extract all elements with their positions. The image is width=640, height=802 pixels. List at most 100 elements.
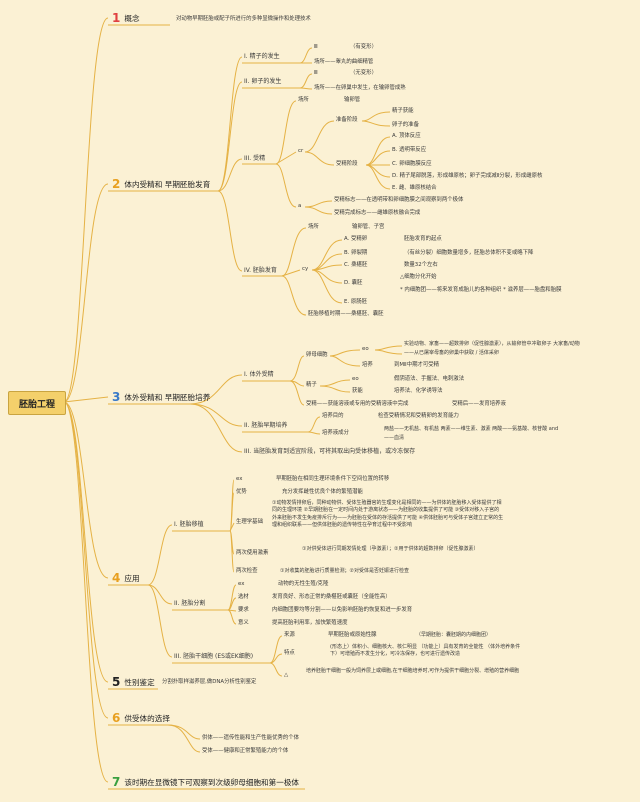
transfer-or-freeze: III. 当胚胎发育到适宜阶段，可将其取出向受体移植，或冷冻保存 xyxy=(244,448,416,455)
sperm-a: Ⅲ xyxy=(314,44,318,50)
section-3: 3 体外受精和 早期胚胎培养 xyxy=(112,390,210,404)
section-7-number: 7 xyxy=(112,775,121,789)
fert-b: B. 透明带反应 xyxy=(392,147,427,153)
es-feat: 特点 xyxy=(284,650,295,656)
recipient: 受体——健康和正常繁殖能力的个体 xyxy=(202,748,289,754)
sperm-capacitation-value: 培养法、化学诱导法 xyxy=(394,388,443,394)
split-sig-value: 提高胚胎利用率，加快繁殖速度 xyxy=(272,620,348,626)
egg-place: 场所——在卵巢中发生，在输卵管成熟 xyxy=(314,85,406,91)
split-mat-value: 发育良好、形态正常的桑椹胚或囊胚（全能性高） xyxy=(272,594,391,600)
section-1-title: 概念 xyxy=(124,13,140,23)
section-5-title: 性别鉴定 xyxy=(124,677,155,687)
root-title: 胚胎工程 xyxy=(18,399,55,410)
fert-d: D. 精子尾部脱落，形成雄原核；卵子完成减Ⅱ分裂，形成雌原核 xyxy=(392,173,543,179)
sperm: 精子 xyxy=(306,382,317,388)
egg-formation: II. 卵子的发生 xyxy=(244,78,282,85)
sex-id-desc: 分割扑取样滋养层,做DNA分析性别鉴定 xyxy=(162,679,257,685)
es-src-value: 早期胚胎或原始性腺 xyxy=(328,632,377,638)
culture-purpose-value: 检查受精情况和受精卵的发育能力 xyxy=(378,413,459,419)
es-tri-value: 培养胚胎干细胞一般为饲养层上或细胞,在干细胞培养时,可作为提供干细胞分裂、增殖的… xyxy=(306,668,520,674)
es-tri: △ xyxy=(284,672,289,678)
fert-place-label: 场所 xyxy=(298,97,309,103)
oocyte-eo: eo xyxy=(362,346,369,352)
egg-a: Ⅲ xyxy=(314,70,318,76)
dev-a: A. 受精卵 xyxy=(344,236,368,242)
et-basis: 生理学基础 xyxy=(236,519,263,525)
fert-a: A. 顶体反应 xyxy=(392,133,421,139)
fert-sign-1: 受精标志——在透明带和卵细胞膜之间观察到两个极体 xyxy=(334,197,464,203)
prep-2: 卵子的准备 xyxy=(392,122,419,128)
oocyte-1: 实验动物、家畜——超数排卵（促性腺激素），从输卵管中冲取卵子 大家畜/动物 xyxy=(404,341,580,347)
section-6: 6 供受体的选择 xyxy=(112,711,170,725)
section-5: 5 性别鉴定 xyxy=(112,675,155,689)
embryo-split: II. 胚胎分割 xyxy=(174,600,206,607)
oocyte-culture-value: 到MⅡ中期才可受精 xyxy=(394,362,440,368)
ivf-fert: 受精——获能溶液或专用的受精溶液中完成 xyxy=(306,401,409,407)
fert-place: 输卵管 xyxy=(344,97,361,103)
fert-e: E. 雌、雄原核结合 xyxy=(392,185,437,191)
culture-comp-value-2: ——血清 xyxy=(384,435,405,441)
split-sig: 意义 xyxy=(238,620,249,626)
es-src: 来源 xyxy=(284,632,295,638)
dev-cy: cy xyxy=(302,266,309,272)
dev-c: C. 桑椹胚 xyxy=(344,262,368,268)
fert-cr: cr xyxy=(298,148,304,154)
dev-d-value-1: △细胞分化开始 xyxy=(400,274,437,280)
et-adv-value: 充分发挥雌性优良个体的繁殖潜能 xyxy=(282,489,363,495)
sperm-a-note: （有变形） xyxy=(350,44,377,50)
donor: 供体——遗传性能和生产性能优秀的个体 xyxy=(202,735,300,741)
et-hormone: 两次使用激素 xyxy=(236,550,269,556)
culture-comp: 培养液成分 xyxy=(322,430,349,436)
egg-a-note: （无变形） xyxy=(350,70,377,76)
et-ex: ex xyxy=(236,476,243,482)
section-2: 2 体内受精和 早期胚胎发育 xyxy=(112,177,210,191)
es-cells: III. 胚胎干细胞 (ES或EK细胞) xyxy=(174,653,254,660)
ivf-fert-value: 受精后——发育培养液 xyxy=(452,401,506,407)
fert-stage: 受精阶段 xyxy=(336,161,358,167)
oocyte-culture: 培养 xyxy=(362,362,373,368)
split-ex: ex xyxy=(238,581,245,587)
section-7-title: 该时期在显微镜下可观察到次级卵母细胞和第一极体 xyxy=(124,777,300,787)
dev-place: 输卵管、子宫 xyxy=(352,224,385,230)
es-src-value-2: （早期胚胎：囊胚期的内细胞团） xyxy=(416,632,492,638)
embryo-transfer: I. 胚胎移植 xyxy=(174,521,204,528)
dev-d: D. 囊胚 xyxy=(344,280,363,286)
section-4-title: 应用 xyxy=(124,573,140,583)
concept-desc: 对动物早期胚胎或配子所进行的多种显微操作和处理技术 xyxy=(176,16,311,22)
section-2-number: 2 xyxy=(112,177,121,191)
ivf: I. 体外受精 xyxy=(244,371,274,378)
fert-a-label: a xyxy=(298,203,302,209)
split-ex-value: 动物的无性生殖/克隆 xyxy=(278,581,329,587)
section-7: 7 该时期在显微镜下可观察到次级卵母细胞和第一极体 xyxy=(112,775,299,789)
dev-place-label: 场所 xyxy=(308,224,319,230)
sperm-formation: I. 精子的发生 xyxy=(244,53,280,60)
section-6-title: 供受体的选择 xyxy=(124,713,170,723)
split-mat: 选材 xyxy=(238,594,249,600)
section-5-number: 5 xyxy=(112,675,121,689)
es-feat-value: (形态上）体积小、细胞核大、核仁明显 （功能上）具有发育的全能性 （体外培养条件… xyxy=(330,644,521,658)
culture-comp-value: 两盐——无机盐、有机盐 两素——维生素、激素 两酸——氨基酸、核苷酸 and xyxy=(384,426,559,432)
et-ex-value: 早期胚胎在相同生理环境条件下空间位置的转移 xyxy=(276,476,390,482)
dev-note: 胚胎移植时期——桑椹胚、囊胚 xyxy=(308,311,384,317)
et-basis-value: ①动物发情排卵后，同种动物供、受体生殖器官的生理变化是相同的——为供体的胚胎移入… xyxy=(272,500,504,529)
section-4-number: 4 xyxy=(112,571,121,585)
fertilization: III. 受精 xyxy=(244,155,266,162)
fert-sign-2: 受精完成标志——雌雄原核融合完成 xyxy=(334,210,421,216)
dev-b: B. 卵裂期 xyxy=(344,250,368,256)
section-2-title: 体内受精和 早期胚胎发育 xyxy=(124,179,211,189)
oocyte-2: ——从已屠宰母畜的卵巢中获取 / 活体采卵 xyxy=(404,350,499,356)
early-culture: II. 胚胎早期培养 xyxy=(244,422,288,429)
split-req-value: 内细胞团要均等分割——以免影响胚胎的恢复和进一步发育 xyxy=(272,607,413,613)
section-1: 1 概念 xyxy=(112,11,140,25)
sperm-collect: 假阴道法、手握法、电刺激法 xyxy=(394,376,465,382)
et-adv: 优势 xyxy=(236,489,247,495)
embryo-dev: IV. 胚胎发育 xyxy=(244,267,277,274)
et-check: 两次检查 xyxy=(236,568,258,574)
fert-c: C. 卵细胞膜反应 xyxy=(392,161,432,167)
section-4: 4 应用 xyxy=(112,571,140,585)
sperm-capacitation: 获能 xyxy=(352,388,363,394)
dev-c-value: 数量32个左右 xyxy=(404,262,438,268)
root-node: 胚胎工程 xyxy=(8,391,66,415)
prep-stage: 准备阶段 xyxy=(336,117,358,123)
